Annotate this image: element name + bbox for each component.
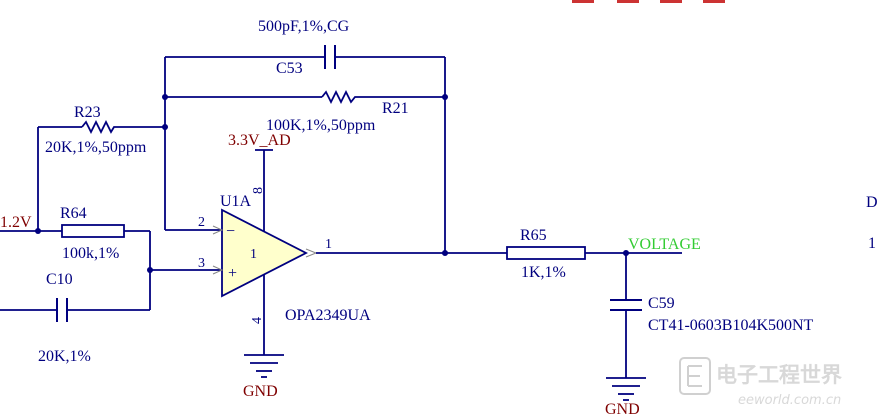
ground-symbol-u1a [244, 354, 284, 378]
pin-8-label: 8 [251, 187, 266, 194]
gnd-label-u1a: GND [243, 383, 278, 400]
feedback-wires [37, 56, 446, 252]
c53-value: 500pF,1%,CG [258, 18, 350, 35]
capacitor-c59 [610, 299, 642, 311]
r64-ref: R64 [60, 205, 87, 222]
voltage-net-label: VOLTAGE [628, 236, 701, 253]
r65-value: 1K,1% [521, 264, 566, 281]
pin-3-label: 3 [198, 256, 205, 271]
opamp-unit-number: 1 [250, 247, 257, 262]
c59-value: CT41-0603B104K500NT [648, 317, 814, 334]
pin-4-label: 4 [250, 317, 265, 324]
output-wires [316, 252, 682, 378]
c10-ref: C10 [46, 271, 73, 288]
resistor-r65 [506, 246, 586, 260]
cut-off-label-1: 1 [868, 235, 876, 252]
r21-ref: R21 [382, 100, 409, 117]
watermark-text: 电子工程世界 [716, 363, 842, 387]
resistor-r64 [61, 224, 125, 238]
opamp-plus-sign: + [228, 265, 237, 282]
eeworld-watermark: 电子工程世界 eeworld.com.cn [679, 357, 842, 408]
opamp-minus-sign: − [226, 223, 235, 240]
u1a-part: OPA2349UA [285, 307, 371, 324]
pin-2-label: 2 [198, 215, 205, 230]
r64-value: 100k,1% [62, 245, 119, 262]
resistor-r21 [321, 89, 358, 105]
u1a-ref: U1A [220, 193, 252, 210]
top-red-marks [572, 0, 725, 3]
r65-ref: R65 [520, 227, 547, 244]
capacitor-c10 [56, 298, 68, 322]
c10-value: 20K,1% [38, 348, 91, 365]
cut-off-label-d: D [866, 194, 877, 211]
resistor-r23 [81, 119, 116, 135]
gnd-label-c59: GND [605, 401, 640, 416]
r23-value: 20K,1%,50ppm [45, 139, 147, 156]
c53-ref: C53 [276, 60, 303, 77]
capacitor-c53 [324, 45, 336, 69]
pin-1-label: 1 [325, 237, 332, 252]
watermark-sub: eeworld.com.cn [738, 393, 841, 408]
junction-dots [35, 94, 629, 273]
r23-ref: R23 [74, 104, 101, 121]
c59-ref: C59 [648, 295, 675, 312]
r21-value: 100K,1%,50ppm [266, 117, 376, 134]
opamp-u1a [212, 149, 318, 355]
power-label: 3.3V_AD [228, 132, 291, 149]
left-net-label: 1.2V [0, 214, 32, 231]
input-wires [0, 230, 222, 311]
ground-symbol-c59 [606, 377, 646, 401]
